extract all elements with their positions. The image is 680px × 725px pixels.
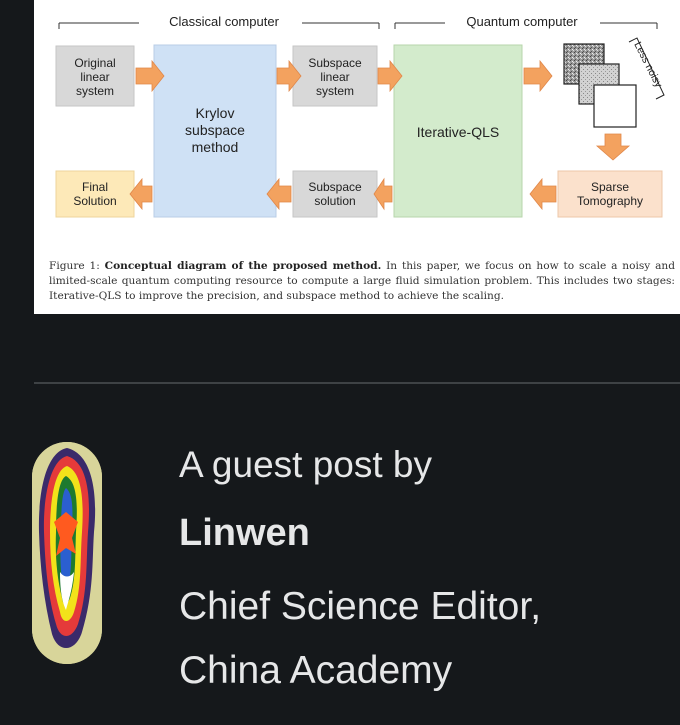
quantum-computer-label: Quantum computer: [466, 14, 578, 29]
krylov-line-2: subspace: [185, 122, 245, 138]
author-avatar[interactable]: [32, 442, 102, 664]
subspace-solution-line-1: Subspace: [308, 180, 362, 194]
author-role-line-1: Chief Science Editor,: [179, 585, 542, 628]
final-line-1: Final: [82, 180, 108, 194]
caption-label: Figure 1:: [49, 260, 100, 272]
figure-card: Classical computer Quantum computer Less…: [34, 0, 680, 314]
original-line-3: system: [76, 84, 114, 98]
figure-caption: Figure 1: Conceptual diagram of the prop…: [49, 259, 675, 304]
krylov-line-3: method: [192, 139, 239, 155]
tomography-line-2: Tomography: [577, 194, 643, 208]
krylov-box: [153, 44, 277, 218]
method-diagram: Classical computer Quantum computer Less…: [55, 14, 665, 218]
subspace-linear-line-1: Subspace: [308, 56, 362, 70]
classical-computer-label: Classical computer: [169, 14, 279, 29]
clean-state-square: [593, 84, 637, 128]
guest-post-byline: A guest post by: [179, 444, 433, 485]
section-divider: [34, 382, 680, 384]
original-system-box: [55, 45, 135, 107]
subspace-solution-box: [292, 170, 378, 218]
krylov-line-1: Krylov: [196, 105, 235, 121]
final-line-2: Solution: [73, 194, 116, 208]
subspace-linear-line-3: system: [316, 84, 354, 98]
original-line-1: Original: [74, 56, 115, 70]
author-name[interactable]: Linwen: [179, 512, 310, 554]
caption-text: In this paper, we focus on how to scale …: [49, 260, 675, 302]
flow-arrows: [129, 59, 631, 211]
iterative-qls-label: Iterative-QLS: [417, 124, 499, 140]
subspace-linear-box: [292, 45, 378, 107]
original-line-2: linear: [80, 70, 109, 84]
caption-title: Conceptual diagram of the proposed metho…: [104, 260, 382, 272]
avatar-artwork: [32, 442, 102, 664]
less-noisy-label: Less noisy: [631, 40, 665, 90]
iterative-qls-box: [393, 44, 523, 218]
author-role-line-2: China Academy: [179, 649, 453, 692]
subspace-linear-line-2: linear: [320, 70, 349, 84]
tomography-line-1: Sparse: [591, 180, 629, 194]
sparse-tomography-box: [557, 170, 663, 218]
subspace-solution-line-2: solution: [314, 194, 355, 208]
